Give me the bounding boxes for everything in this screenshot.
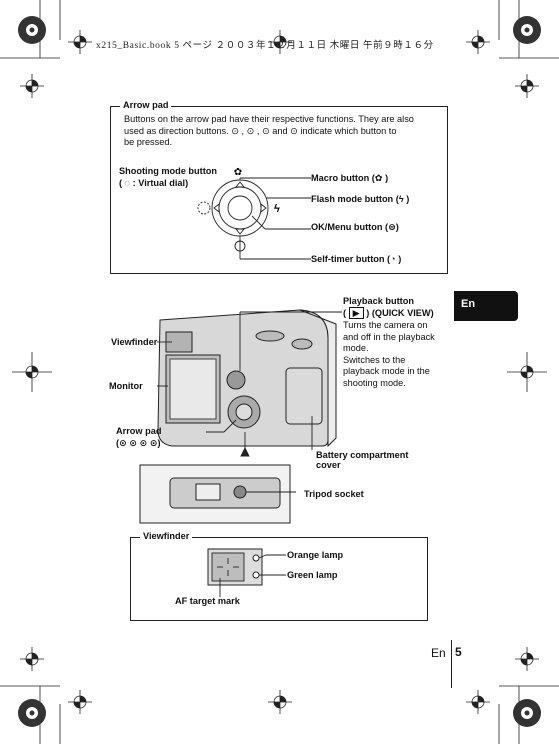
playback-icon: ▶	[348, 307, 364, 319]
arrow-pad-icons: (⊙ ⊙ ⊙ ⊙)	[116, 438, 161, 448]
self-timer-icon: ◔	[390, 254, 396, 264]
arrow-icon: ⊙	[262, 125, 270, 136]
flash-mode-button-label: Flash mode button (ϟ )	[311, 194, 410, 204]
viewfinder-label: Viewfinder	[111, 337, 158, 347]
viewfinder-title: Viewfinder	[140, 531, 193, 541]
green-lamp-label: Green lamp	[287, 570, 338, 580]
self-timer-button-label: Self-timer button (◔ )	[311, 254, 402, 264]
language-tab: En	[454, 291, 518, 321]
starburst-icon	[513, 16, 541, 44]
arrow-icon: ⊙ , ⊙ ,	[231, 125, 260, 136]
tripod-socket-label: Tripod socket	[304, 489, 364, 499]
viewfinder-box	[130, 537, 428, 621]
starburst-icon	[18, 16, 46, 44]
starburst-icon	[513, 699, 541, 727]
monitor-label: Monitor	[109, 381, 143, 391]
flash-icon: ϟ	[398, 194, 404, 204]
battery-cover-label: Battery compartment cover	[316, 450, 409, 470]
arrow-pad-title: Arrow pad	[120, 100, 172, 110]
viewfinder-diagram	[207, 548, 286, 597]
af-target-mark-label: AF target mark	[175, 596, 240, 606]
footer-lang: En	[431, 646, 446, 660]
orange-lamp-label: Orange lamp	[287, 550, 344, 560]
arrow-pad-label: Arrow pad	[116, 426, 162, 436]
footer-divider	[451, 640, 452, 688]
page-number: 5	[455, 645, 462, 659]
ok-menu-icon: ⊜	[388, 222, 396, 232]
arrow-pad-box	[110, 106, 448, 274]
arrow-pad-description: Buttons on the arrow pad have their resp…	[124, 114, 414, 147]
playback-button-label: Playback button	[343, 296, 414, 306]
flash-icon: ϟ	[274, 203, 280, 215]
macro-button-label: Macro button (✿ )	[311, 173, 389, 183]
arrow-pad-diagram: ✿ ϟ	[197, 167, 311, 260]
header-line: x215_Basic.book 5 ページ ２００３年１２月１１日 木曜日 午前…	[96, 41, 434, 51]
macro-icon: ✿	[234, 167, 242, 178]
ok-menu-button-label: OK/Menu button (⊜)	[311, 222, 399, 232]
playback-description: Turns the camera on and off in the playb…	[343, 320, 435, 388]
virtual-dial-label: ( ◌ : Virtual dial)	[119, 178, 189, 188]
camera-illustration	[139, 309, 342, 524]
macro-icon: ✿	[374, 173, 383, 183]
arrow-icon: ⊙	[290, 125, 298, 136]
quick-view-label: ( ▶ ) (QUICK VIEW)	[343, 307, 434, 319]
shooting-mode-button-label: Shooting mode button	[119, 166, 217, 176]
starburst-icon	[18, 699, 46, 727]
virtual-dial-icon: ◌	[124, 178, 131, 188]
